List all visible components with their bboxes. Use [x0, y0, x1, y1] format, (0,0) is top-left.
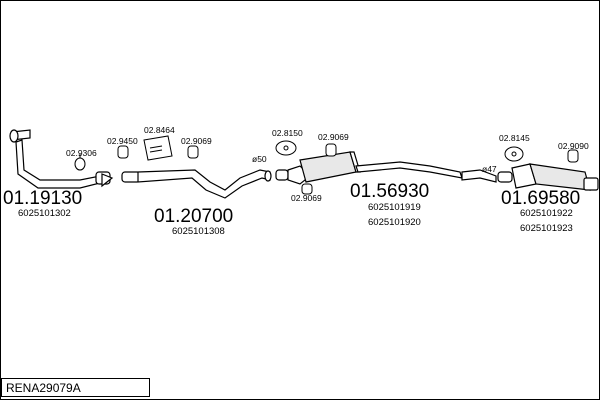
- diameter-label-47: ø47: [482, 164, 497, 174]
- section-number-2: 01.20700: [154, 206, 233, 227]
- hanger-02-8145[interactable]: [504, 146, 524, 162]
- hanger-02-9450[interactable]: [117, 145, 129, 159]
- clamp-02-9306[interactable]: [74, 154, 86, 171]
- hanger-02-9090[interactable]: [567, 149, 579, 163]
- part-label-8464: 02.8464: [144, 125, 175, 135]
- part-label-9069-a: 02.9069: [181, 136, 212, 146]
- section-number-3: 01.56930: [350, 181, 429, 202]
- centre-silencer[interactable]: [275, 151, 463, 185]
- section-ref-1a: 6025101302: [18, 208, 71, 219]
- intermediate-pipe[interactable]: [121, 169, 272, 199]
- mounting-kit-02-8464[interactable]: [143, 135, 173, 161]
- diameter-label-50: ø50: [252, 154, 267, 164]
- section-number-4: 01.69580: [501, 188, 580, 209]
- part-label-9090: 02.9090: [558, 141, 589, 151]
- rear-silencer[interactable]: [461, 163, 599, 191]
- hanger-02-9069-c[interactable]: [301, 183, 313, 195]
- model-code: RENA29079A: [6, 381, 81, 395]
- part-label-9306: 02.9306: [66, 148, 97, 158]
- hanger-02-9069-a[interactable]: [187, 145, 199, 159]
- part-label-8145: 02.8145: [499, 133, 530, 143]
- hanger-02-8150[interactable]: [275, 140, 297, 156]
- section-ref-4b: 6025101923: [520, 223, 573, 234]
- part-label-9069-b: 02.9069: [318, 132, 349, 142]
- part-label-8150: 02.8150: [272, 128, 303, 138]
- section-ref-3a: 6025101919: [368, 202, 421, 213]
- section-ref-3b: 6025101920: [368, 217, 421, 228]
- hanger-02-9069-b[interactable]: [325, 143, 337, 157]
- part-label-9069-c: 02.9069: [291, 193, 322, 203]
- section-ref-2a: 6025101308: [172, 226, 225, 237]
- front-downpipe[interactable]: [9, 129, 114, 189]
- section-ref-4a: 6025101922: [520, 208, 573, 219]
- part-label-9450: 02.9450: [107, 136, 138, 146]
- section-number-1: 01.19130: [3, 188, 82, 209]
- model-code-box: RENA29079A: [1, 378, 150, 397]
